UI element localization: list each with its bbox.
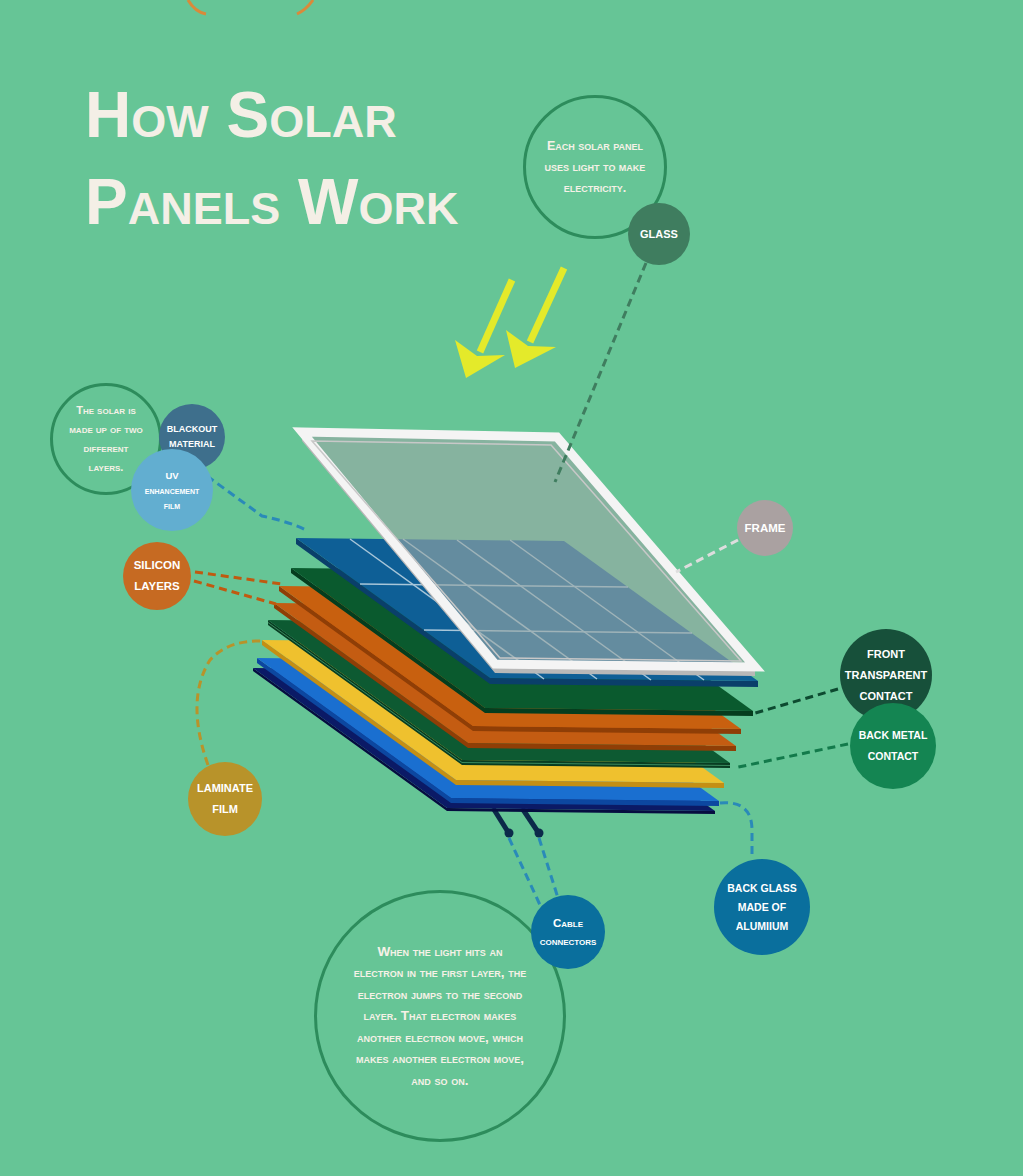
part-name: UV enhancement film [142, 468, 202, 513]
part-name: SILICON LAYERS [127, 555, 187, 597]
part-name: FRAME [740, 520, 790, 536]
part-label: BACK GLASS MADE OF ALUMIIUM [714, 859, 810, 955]
top-arc [188, 0, 313, 14]
part-label: UV enhancement film [131, 449, 213, 531]
ray-shaft [480, 280, 512, 352]
wire-end [505, 829, 514, 838]
part-name: GLASS [631, 226, 687, 242]
callout-text: The solar is made up of two different la… [68, 401, 144, 477]
frame-inner-line [312, 441, 741, 661]
sun-rays [455, 268, 564, 378]
leader-line [555, 263, 646, 482]
part-label: BACK METAL CONTACT [850, 703, 936, 789]
leader-lines [194, 263, 848, 905]
part-label: GLASS [628, 203, 690, 265]
part-name: FRONT TRANSPARENT CONTACT [842, 644, 930, 707]
frame-edge [302, 432, 755, 676]
ray-shaft [530, 268, 564, 342]
diagram-title: How Solar Panels Work [85, 72, 525, 246]
leader-line [720, 803, 752, 858]
arc-stroke [188, 0, 206, 14]
callout-text: When the light hits an electron in the f… [352, 941, 528, 1092]
leader-line [752, 689, 838, 714]
leader-line [734, 744, 848, 768]
glass-frame [302, 432, 755, 676]
arc-stroke [297, 0, 313, 14]
part-name: LAMINATE FILM [193, 778, 257, 820]
leader-line [197, 641, 262, 765]
part-name: BLACKOUT MATERIAL [164, 422, 220, 452]
callout-text: Each solar panel uses light to make elec… [539, 136, 651, 199]
leader-line [509, 838, 540, 905]
part-label: Cable connectors [531, 895, 605, 969]
layer-stripe [462, 763, 730, 766]
part-label: FRAME [737, 500, 793, 556]
glass-pane [302, 432, 755, 667]
cable-wires [493, 808, 544, 838]
leader-line [195, 572, 282, 584]
part-name: BACK METAL CONTACT [854, 725, 932, 767]
part-name: BACK GLASS MADE OF ALUMIIUM [724, 879, 800, 936]
leader-line [207, 476, 306, 530]
leader-line [676, 540, 738, 572]
info-circle: When the light hits an electron in the f… [314, 890, 566, 1142]
part-name: Cable connectors [536, 914, 600, 950]
part-label: SILICON LAYERS [123, 542, 191, 610]
ray-head [506, 330, 556, 368]
part-label: LAMINATE FILM [188, 762, 262, 836]
leader-line [539, 838, 558, 898]
wire-end [535, 829, 544, 838]
leader-line [194, 581, 276, 604]
ray-head [455, 340, 505, 378]
